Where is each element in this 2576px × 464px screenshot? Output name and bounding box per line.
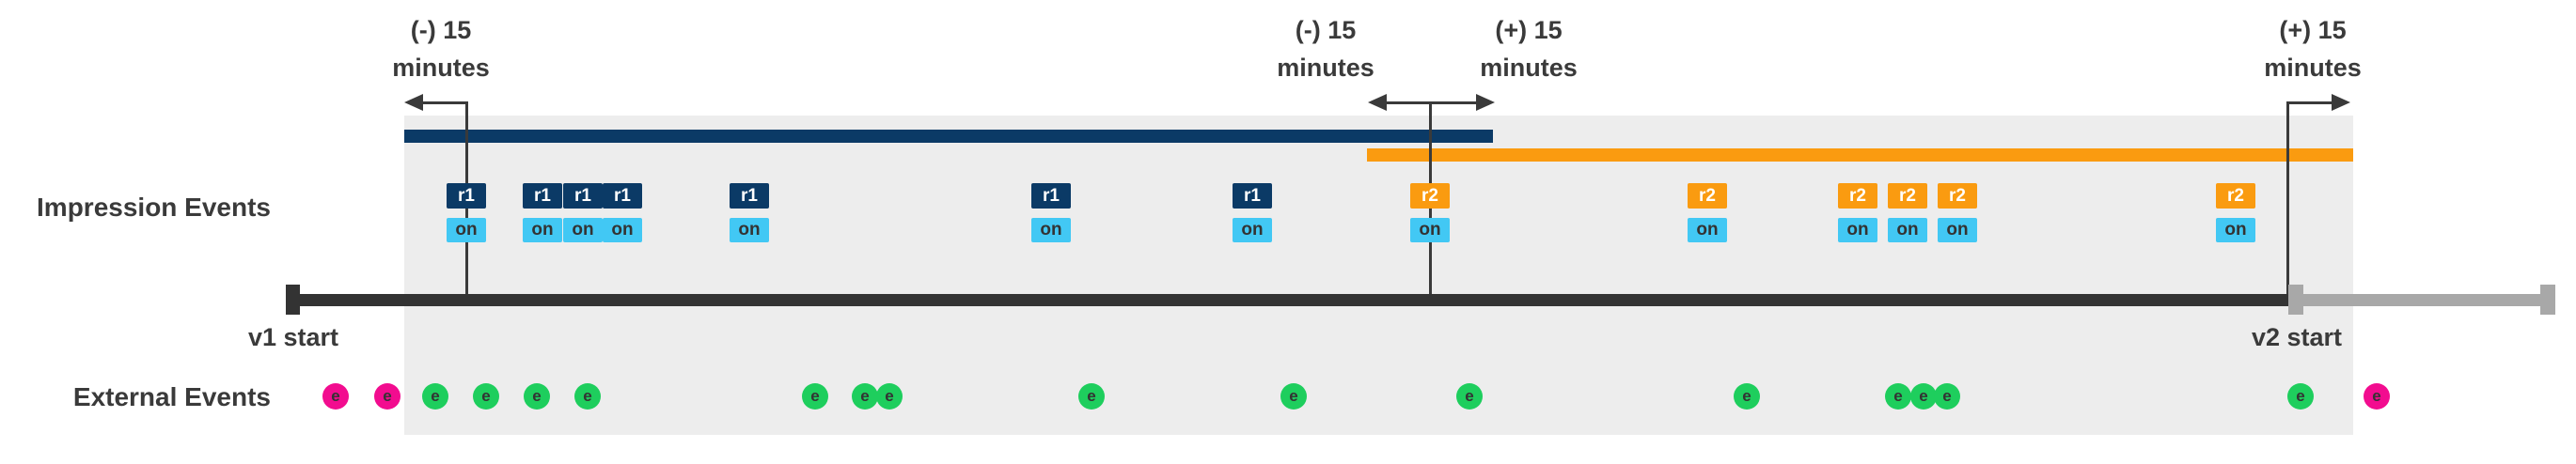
annotation-line2: minutes <box>1480 54 1578 82</box>
external-event-dot-green: e <box>524 383 550 410</box>
rule-badge: r2 <box>2216 183 2255 209</box>
rule-badge: r2 <box>1688 183 1727 209</box>
minus15-left-arrow-line <box>416 101 467 104</box>
arrow-right-icon <box>2332 94 2350 111</box>
plus15-right-arrow-line <box>2288 101 2332 104</box>
annotation-line1: (-) 15 <box>1295 16 1357 44</box>
external-event-dot-green: e <box>1934 383 1960 410</box>
arrow-right-icon <box>1476 94 1495 111</box>
plusminus15-mid-arrow-line <box>1379 101 1483 104</box>
external-events-row-label: External Events <box>72 382 271 411</box>
external-event-dot-green: e <box>1280 383 1307 410</box>
v1-start-label: v1 start <box>247 323 339 351</box>
rule-badge: r2 <box>1938 183 1977 209</box>
guide-line-v2-plus15 <box>2286 101 2289 295</box>
rule-badge: r1 <box>563 183 603 209</box>
external-event-dot-pink: e <box>2364 383 2390 410</box>
rule-badge: r1 <box>1031 183 1071 209</box>
r1-active-window-bar <box>404 130 1493 143</box>
annotation-line1: (+) 15 <box>2279 16 2347 44</box>
on-badge: on <box>1888 218 1927 242</box>
rule-badge: r2 <box>1410 183 1450 209</box>
v2-start-tick <box>2288 285 2303 315</box>
external-event-dot-green: e <box>1910 383 1937 410</box>
annotation-minus15-mid: (-) 15 minutes <box>1222 11 1429 86</box>
impression-event-r1: r1 on <box>730 183 769 242</box>
annotation-line1: (-) 15 <box>410 16 472 44</box>
external-event-dot-green: e <box>2287 383 2314 410</box>
on-badge: on <box>1688 218 1727 242</box>
highlight-panel <box>404 116 2353 435</box>
external-event-dot-green: e <box>1885 383 1911 410</box>
annotation-line1: (+) 15 <box>1495 16 1563 44</box>
annotation-plus15-mid: (+) 15 minutes <box>1425 11 1632 86</box>
impression-event-r1: r1 on <box>523 183 562 242</box>
external-event-dot-pink: e <box>322 383 349 410</box>
impression-event-r2: r2 on <box>2216 183 2255 242</box>
arrow-left-icon <box>404 94 423 111</box>
impression-event-r1: r1 on <box>447 183 486 242</box>
impression-event-r1: r1 on <box>1233 183 1272 242</box>
annotation-line2: minutes <box>2264 54 2362 82</box>
on-badge: on <box>523 218 562 242</box>
impression-event-r1: r1 on <box>603 183 642 242</box>
impression-events-row-label: Impression Events <box>37 193 271 222</box>
annotation-line2: minutes <box>392 54 490 82</box>
rule-badge: r1 <box>1233 183 1272 209</box>
on-badge: on <box>1233 218 1272 242</box>
on-badge: on <box>563 218 603 242</box>
external-event-dot-pink: e <box>374 383 401 410</box>
rule-badge: r1 <box>447 183 486 209</box>
impression-event-r2: r2 on <box>1410 183 1450 242</box>
on-badge: on <box>2216 218 2255 242</box>
on-badge: on <box>1031 218 1071 242</box>
on-badge: on <box>1410 218 1450 242</box>
on-badge: on <box>447 218 486 242</box>
external-event-dot-green: e <box>574 383 601 410</box>
external-event-dot-green: e <box>422 383 448 410</box>
external-event-dot-green: e <box>1456 383 1483 410</box>
external-event-dot-green: e <box>802 383 828 410</box>
rule-badge: r1 <box>730 183 769 209</box>
impression-event-r2: r2 on <box>1888 183 1927 242</box>
timeline-v1-segment <box>289 294 2291 306</box>
external-event-dot-green: e <box>473 383 499 410</box>
rule-badge: r2 <box>1888 183 1927 209</box>
on-badge: on <box>1838 218 1877 242</box>
on-badge: on <box>603 218 642 242</box>
external-event-dot-green: e <box>852 383 878 410</box>
rule-badge: r1 <box>603 183 642 209</box>
rule-badge: r1 <box>523 183 562 209</box>
external-event-dot-green: e <box>876 383 903 410</box>
annotation-line2: minutes <box>1277 54 1374 82</box>
impression-event-r2: r2 on <box>1688 183 1727 242</box>
on-badge: on <box>730 218 769 242</box>
external-event-dot-green: e <box>1078 383 1105 410</box>
r2-active-window-bar <box>1367 148 2353 162</box>
timeline-end-cap <box>2540 285 2555 315</box>
annotation-plus15-right: (+) 15 minutes <box>2209 11 2416 86</box>
impression-event-r2: r2 on <box>1838 183 1877 242</box>
timeline-v2-segment <box>2291 294 2554 306</box>
external-event-dot-green: e <box>1734 383 1760 410</box>
impression-event-r1: r1 on <box>1031 183 1071 242</box>
on-badge: on <box>1938 218 1977 242</box>
rule-badge: r2 <box>1838 183 1877 209</box>
impression-event-r1: r1 on <box>563 183 603 242</box>
annotation-minus15-left: (-) 15 minutes <box>338 11 544 86</box>
arrow-left-icon <box>1368 94 1387 111</box>
v2-start-label: v2 start <box>2251 323 2343 351</box>
impression-event-r2: r2 on <box>1938 183 1977 242</box>
